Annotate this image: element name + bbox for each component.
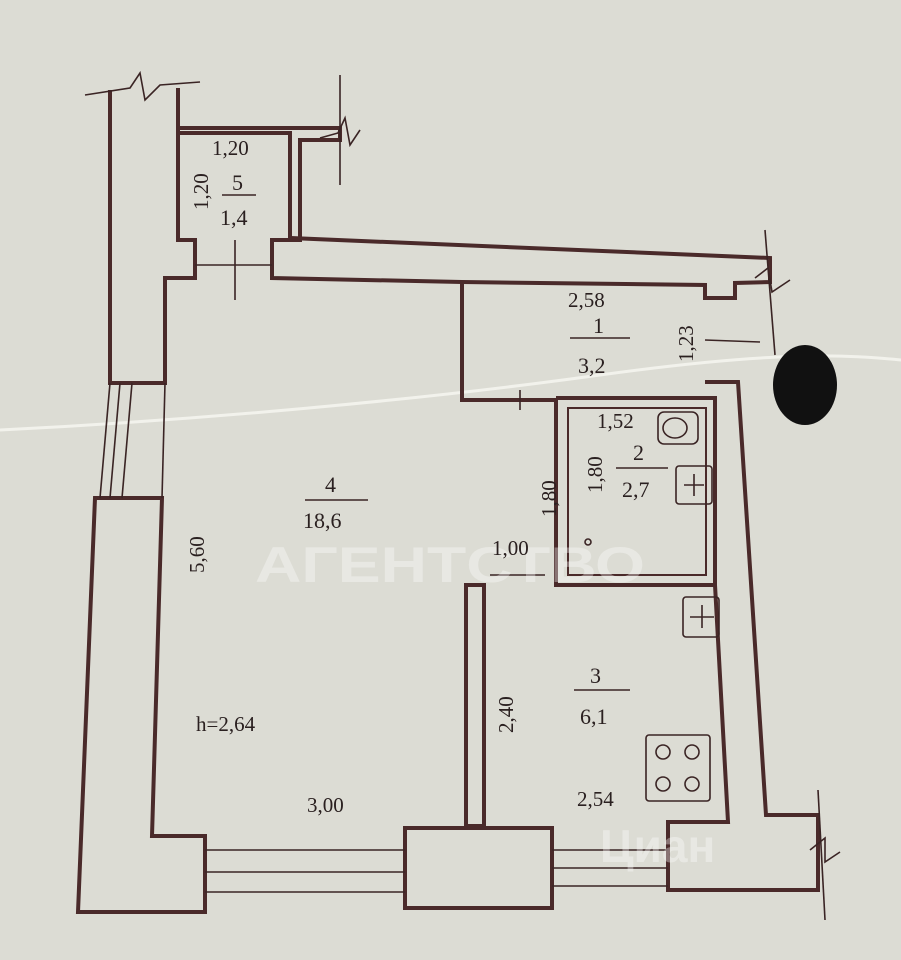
r2-height-label: 1,80 — [583, 456, 607, 493]
r2-width-label: 1,52 — [597, 409, 634, 433]
r1-number: 1 — [593, 313, 604, 338]
r5-number: 5 — [232, 170, 243, 195]
r5-width-label: 1,20 — [212, 136, 249, 160]
wall-kitchen-partition — [464, 583, 486, 828]
paper-fold-line — [0, 354, 901, 432]
r4-width-label: 3,00 — [307, 793, 344, 817]
r2-area: 2,7 — [622, 477, 650, 502]
r3-number: 3 — [590, 663, 601, 688]
r1-height-label: 1,23 — [674, 325, 698, 362]
r4-area: 18,6 — [303, 508, 342, 533]
corridor-height-label: 1,80 — [537, 480, 561, 517]
r1-area: 3,2 — [578, 353, 606, 378]
passage-width-label: 1,00 — [492, 536, 529, 560]
smudge-mark — [773, 345, 837, 425]
wall-bathroom-inner — [567, 407, 707, 576]
r1-width-label: 2,58 — [568, 288, 605, 312]
wall-top-interior — [270, 235, 772, 300]
r3-height-label: 2,40 — [494, 696, 518, 733]
r3-area: 6,1 — [580, 704, 608, 729]
r4-height-label: 5,60 — [185, 536, 209, 573]
r3-width-label: 2,54 — [577, 787, 614, 811]
agency-watermark: АГЕНТСТВО — [255, 537, 645, 593]
wall-bottom-pier — [403, 826, 554, 910]
thin-lines — [84, 70, 841, 921]
r4-number: 4 — [325, 472, 336, 497]
walls — [75, 88, 820, 914]
wall-right — [666, 380, 820, 892]
portal-watermark: Циан — [600, 820, 715, 872]
wall-hall-partition — [460, 283, 556, 402]
ceiling-height-label: h=2,64 — [196, 712, 256, 736]
r5-area: 1,4 — [220, 205, 248, 230]
r5-height-label: 1,20 — [189, 173, 213, 210]
wall-left-upper — [108, 88, 197, 385]
r2-number: 2 — [633, 440, 644, 465]
